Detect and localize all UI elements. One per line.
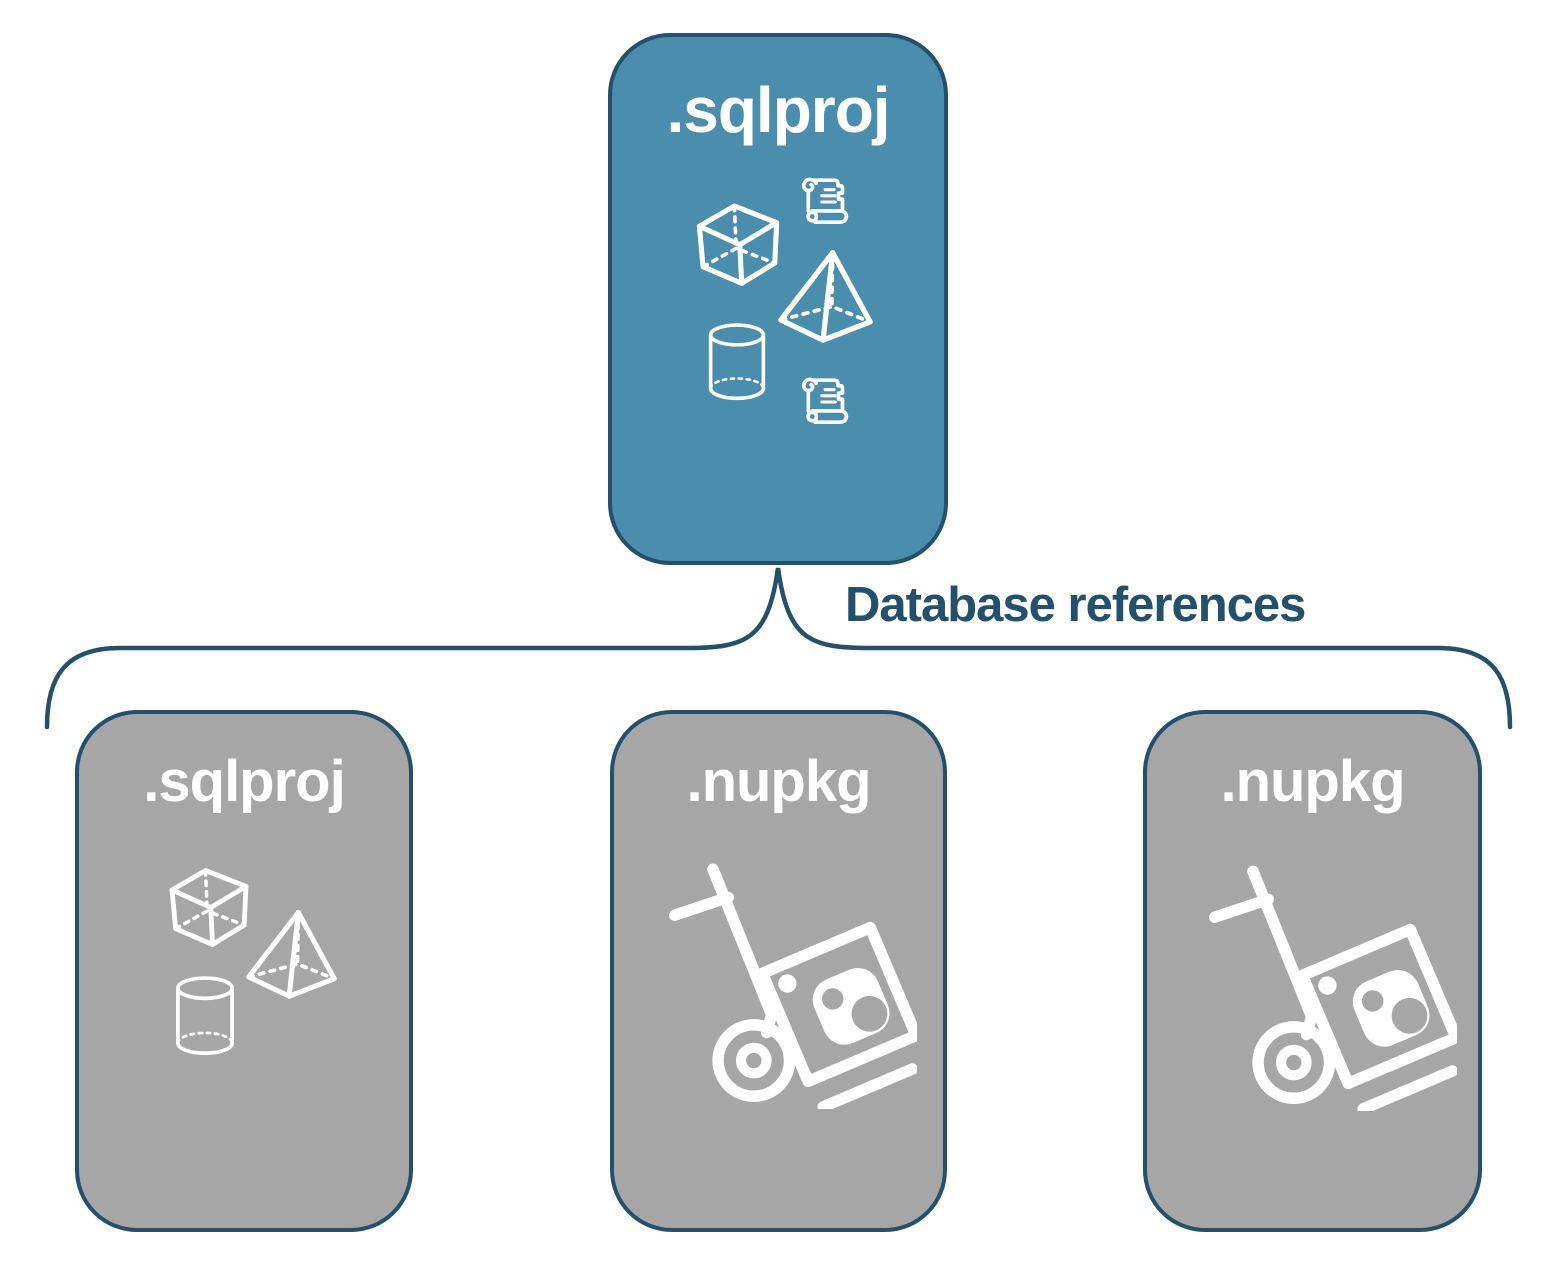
node-title: .nupkg [1220,749,1405,814]
node-title: .sqlproj [666,74,890,146]
connector-label: Database references [845,578,1306,632]
cylinder-icon [704,321,770,403]
node-sqlproj-root: .sqlproj [608,33,948,565]
pyramid-icon [240,907,342,999]
scroll-icon [796,173,852,231]
scroll-icon [796,373,852,431]
cube-icon [692,195,784,287]
pyramid-icon [774,247,876,343]
handtruck-package-icon [1202,856,1457,1111]
node-title: .nupkg [686,749,871,814]
node-title: .sqlproj [143,749,345,814]
handtruck-package-icon [662,854,917,1109]
node-sqlproj-child: .sqlproj [75,710,413,1232]
cylinder-icon [169,974,241,1058]
node-nupkg-child-2: .nupkg [1143,710,1482,1232]
node-nupkg-child-1: .nupkg [610,710,947,1232]
